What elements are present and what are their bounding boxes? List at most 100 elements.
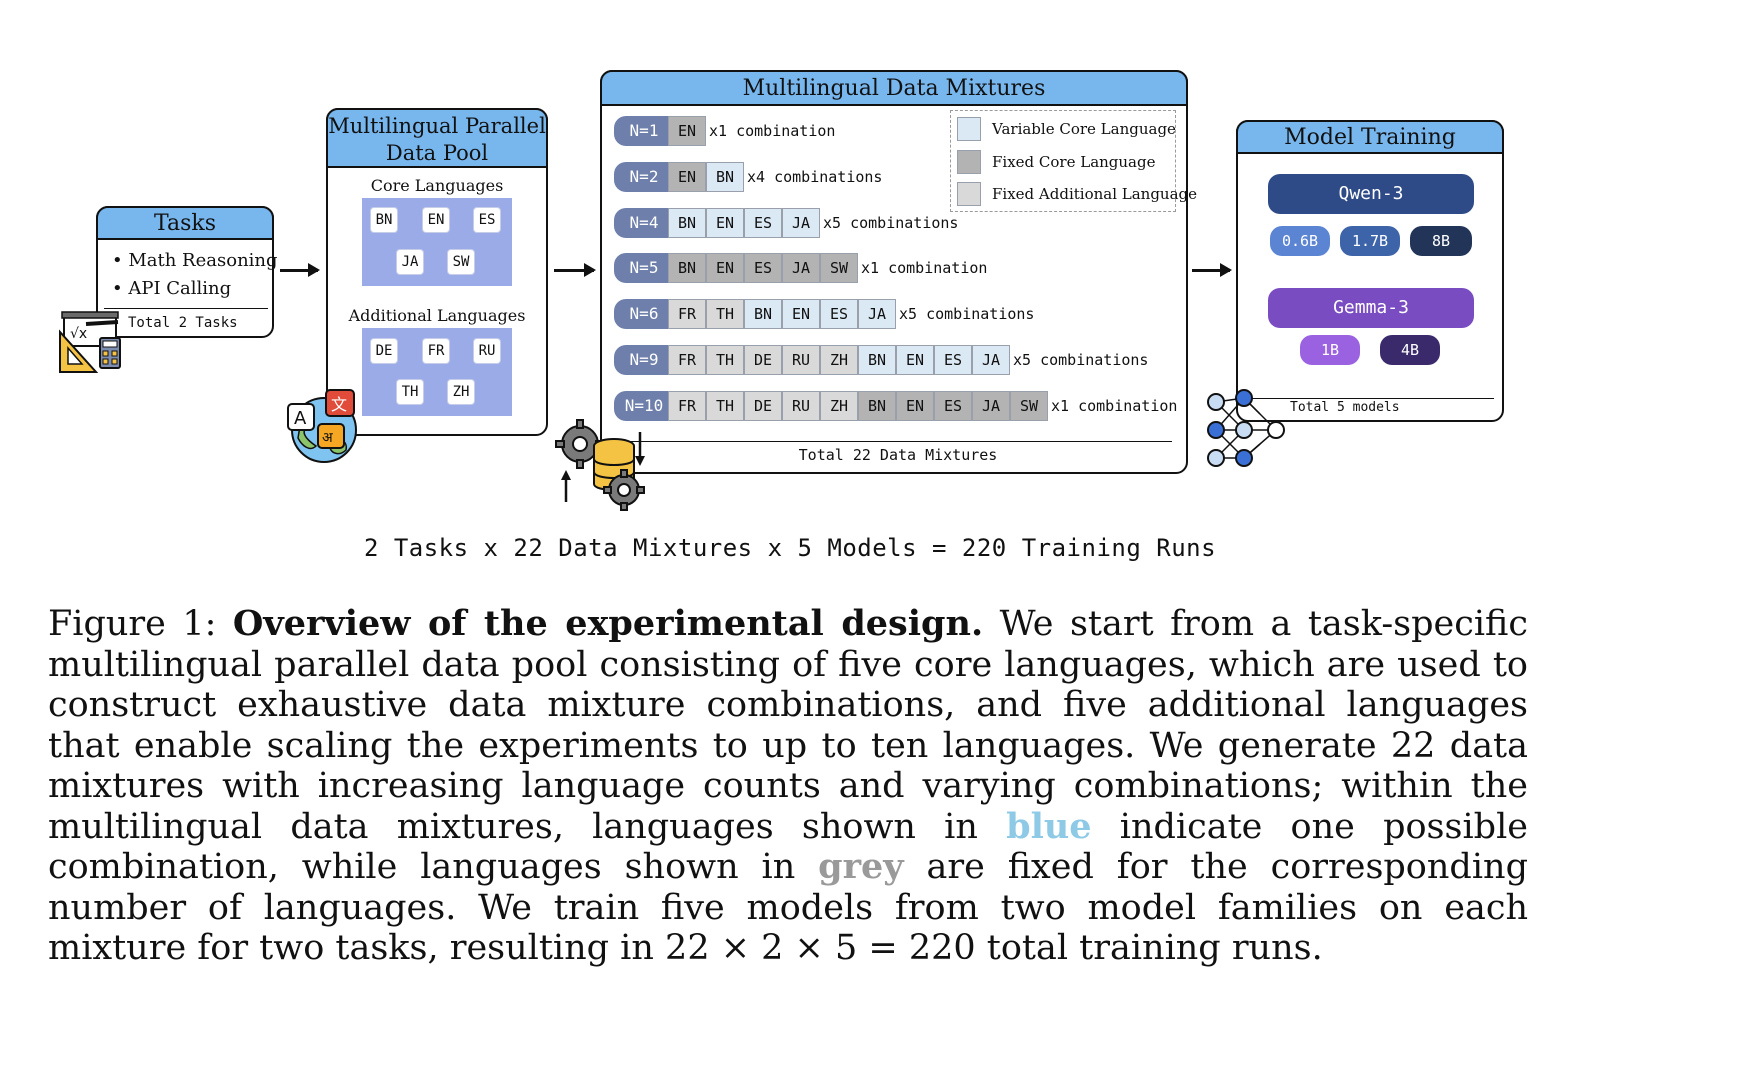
mixture-lang-cell: ES	[744, 208, 782, 238]
task-item-api: • API Calling	[112, 278, 232, 299]
models-total: Total 5 models	[1290, 400, 1400, 415]
mixture-row-n-label: N=6	[614, 299, 674, 329]
math-tools-icon: √x	[59, 311, 121, 373]
mixture-row-n-label: N=10	[614, 391, 674, 421]
caption-bold-title: Overview of the experimental design.	[232, 603, 984, 644]
mixture-lang-cell: SW	[1010, 391, 1048, 421]
globe-translation-icon: A 文 अ	[287, 389, 357, 463]
gemma-size-pill: 4B	[1380, 335, 1440, 365]
qwen-size-pill: 0.6B	[1270, 226, 1330, 256]
mixture-row-n-label: N=4	[614, 208, 674, 238]
task-item-math-label: Math Reasoning	[128, 250, 278, 271]
core-lang-chip: SW	[448, 250, 474, 274]
mixtures-total: Total 22 Data Mixtures	[798, 446, 998, 464]
additional-lang-chip: DE	[371, 339, 397, 363]
model-training-title: Model Training	[1236, 120, 1504, 154]
mixture-lang-cell: FR	[668, 391, 706, 421]
mixture-lang-cell: BN	[706, 162, 744, 192]
mixture-lang-cell: TH	[706, 391, 744, 421]
svg-text:A: A	[294, 408, 307, 429]
mixture-lang-cell: JA	[782, 253, 820, 283]
qwen-size-pill: 8B	[1410, 226, 1472, 256]
core-lang-chip: JA	[397, 250, 423, 274]
task-item-api-label: API Calling	[128, 278, 232, 299]
mixtures-title: Multilingual Data Mixtures	[600, 70, 1188, 106]
legend-additional-label: Fixed Additional Language	[992, 185, 1198, 203]
mixture-lang-cell: JA	[782, 208, 820, 238]
core-lang-chip: ES	[474, 208, 500, 232]
mixture-lang-cell: BN	[668, 208, 706, 238]
additional-lang-chip: RU	[474, 339, 500, 363]
mixture-lang-cell: ES	[744, 253, 782, 283]
mixture-lang-cell: ES	[934, 391, 972, 421]
tasks-divider	[104, 308, 268, 309]
legend-variable-swatch	[957, 117, 981, 141]
mixture-lang-cell: BN	[858, 345, 896, 375]
legend-fixed-label: Fixed Core Language	[992, 153, 1156, 171]
mixture-row-n-label: N=9	[614, 345, 674, 375]
legend-additional-swatch	[957, 182, 981, 206]
mixture-lang-cell: FR	[668, 345, 706, 375]
mixture-row-combinations: x5 combinations	[899, 305, 1035, 323]
additional-lang-chip: FR	[423, 339, 449, 363]
mixture-lang-cell: BN	[668, 253, 706, 283]
data-pool-title-line2: Data Pool	[385, 141, 489, 165]
svg-text:अ: अ	[322, 430, 333, 446]
mixture-lang-cell: ES	[820, 299, 858, 329]
mixture-lang-cell: JA	[972, 345, 1010, 375]
mixture-lang-cell: FR	[668, 299, 706, 329]
mixture-lang-cell: EN	[706, 253, 744, 283]
additional-lang-chip: ZH	[448, 380, 474, 404]
mixture-lang-cell: RU	[782, 391, 820, 421]
neural-network-icon	[1207, 389, 1285, 467]
arrow-pool-to-mixtures	[554, 263, 596, 277]
mixture-row-combinations: x4 combinations	[747, 168, 883, 186]
mixture-lang-cell: JA	[858, 299, 896, 329]
mixture-row-combinations: x5 combinations	[823, 214, 959, 232]
caption-label: Figure 1:	[48, 604, 217, 644]
legend-variable-label: Variable Core Language	[992, 120, 1176, 138]
mixture-lang-cell: EN	[782, 299, 820, 329]
mixture-lang-cell: BN	[744, 299, 782, 329]
figure-caption: Figure 1: Overview of the experimental d…	[48, 603, 1528, 969]
arrow-mixtures-to-models	[1192, 263, 1232, 277]
gemma-family-pill: Gemma-3	[1268, 288, 1474, 328]
tasks-total: Total 2 Tasks	[128, 315, 238, 331]
data-pool-title-line1: Multilingual Parallel	[328, 114, 546, 138]
task-item-math: • Math Reasoning	[112, 250, 278, 271]
caption-part3: are fixed for the corresponding number o…	[48, 847, 1528, 968]
mixtures-legend	[950, 110, 1176, 212]
mixture-lang-cell: EN	[896, 391, 934, 421]
database-gears-icon	[555, 419, 645, 511]
arrow-tasks-to-pool	[280, 263, 320, 277]
tasks-title: Tasks	[96, 206, 274, 240]
caption-part1: We start from a task-specific multilingu…	[48, 604, 1528, 847]
gemma-size-pill: 1B	[1300, 335, 1360, 365]
mixture-row-n-label: N=2	[614, 162, 674, 192]
additional-languages-heading: Additional Languages	[348, 306, 526, 325]
caption-grey-word: grey	[818, 846, 904, 887]
mixtures-divider	[612, 441, 1172, 442]
caption-part2: indicate one possible combination, while…	[48, 806, 1528, 888]
legend-fixed-swatch	[957, 150, 981, 174]
mixture-lang-cell: BN	[858, 391, 896, 421]
mixture-row-combinations: x1 combination	[1051, 397, 1178, 415]
caption-blue-word: blue	[1006, 805, 1092, 847]
mixture-lang-cell: RU	[782, 345, 820, 375]
mixture-row-combinations: x1 combination	[709, 122, 836, 140]
data-pool-title: Multilingual Parallel Data Pool	[326, 108, 548, 168]
svg-text:√x: √x	[70, 326, 87, 342]
mixture-lang-cell: DE	[744, 345, 782, 375]
core-lang-chip: BN	[371, 208, 397, 232]
mixture-lang-cell: TH	[706, 345, 744, 375]
mixture-lang-cell: ZH	[820, 345, 858, 375]
mixture-lang-cell: ES	[934, 345, 972, 375]
mixture-lang-cell: EN	[668, 162, 706, 192]
qwen-family-pill: Qwen-3	[1268, 174, 1474, 214]
mixture-row-n-label: N=5	[614, 253, 674, 283]
svg-text:文: 文	[331, 395, 347, 414]
mixture-lang-cell: EN	[668, 116, 706, 146]
core-languages-heading: Core Languages	[370, 176, 504, 195]
models-divider	[1246, 398, 1494, 399]
mixture-row-n-label: N=1	[614, 116, 674, 146]
